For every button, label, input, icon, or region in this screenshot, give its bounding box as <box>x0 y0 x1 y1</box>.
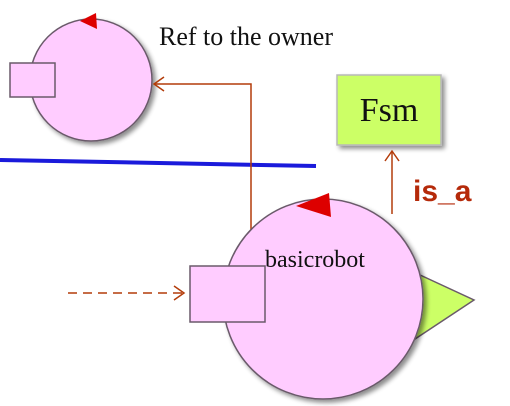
fsm-box <box>336 74 442 146</box>
owner-ref-arrow <box>152 76 252 268</box>
robot-label: basicrobot <box>265 247 365 273</box>
is-a-label: is_a <box>413 175 472 208</box>
fsm-class: Fsm <box>336 74 442 146</box>
divider-line <box>0 158 317 168</box>
fsm-label: Fsm <box>360 92 419 129</box>
robot-port-box <box>189 265 266 323</box>
owner-port-box <box>9 62 56 98</box>
owner-marker <box>80 13 97 29</box>
owner-ref-label: Ref to the owner <box>159 22 333 51</box>
incoming-dashed-arrow <box>68 285 186 301</box>
owner-node <box>9 13 153 142</box>
robot-marker <box>296 193 331 217</box>
is-a-arrow <box>384 149 400 214</box>
robot-node: basicrobot <box>189 193 476 400</box>
